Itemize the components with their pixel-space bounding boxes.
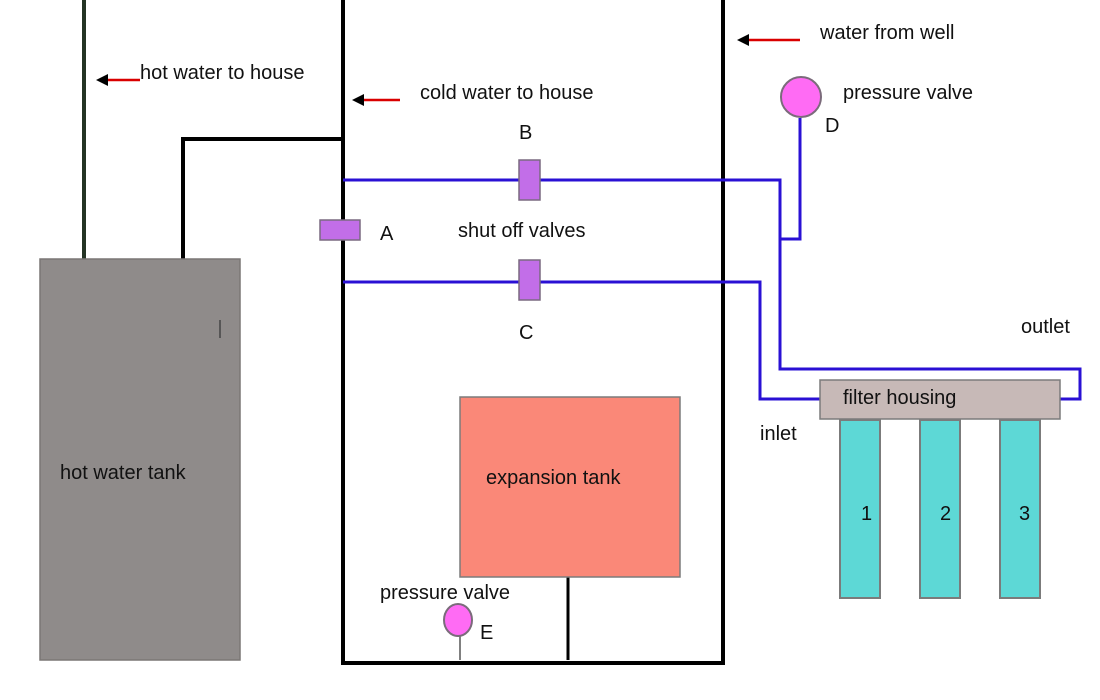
filter-inlet-pipe <box>343 280 820 401</box>
cold-water-to-house-label: cold water to house <box>420 82 593 104</box>
cold-supply-pipe <box>181 137 343 259</box>
house-loop-pipe <box>341 0 725 665</box>
shut-off-valves-label: shut off valves <box>458 220 585 242</box>
filter-cartridge-2 <box>919 419 961 599</box>
valve-e-label: E <box>480 622 493 644</box>
arrow-left-icon <box>352 94 400 106</box>
pressure-gauge-icon[interactable] <box>443 603 473 637</box>
pressure-valve-top-label: pressure valve <box>843 82 973 104</box>
expansion-tank <box>459 396 681 578</box>
valve-c-label: C <box>519 322 533 344</box>
inlet-label: inlet <box>760 423 797 445</box>
shutoff-valve-b[interactable] <box>518 159 541 201</box>
pressure-gauge-icon[interactable] <box>780 76 822 118</box>
water-from-well-label: water from well <box>819 22 954 44</box>
arrow-left-icon <box>96 74 140 86</box>
expansion-tank-label: expansion tank <box>486 467 622 489</box>
filter-cartridge-3-label: 3 <box>1019 503 1030 525</box>
filter-outlet-pipe <box>343 178 1082 401</box>
valve-a-label: A <box>380 223 394 245</box>
outlet-label: outlet <box>1021 316 1070 338</box>
arrow-left-icon <box>737 34 800 46</box>
filter-housing-label: filter housing <box>843 387 956 409</box>
filter-cartridge-1 <box>839 419 881 599</box>
valve-b-label: B <box>519 122 532 144</box>
pressure-valve-bottom-label: pressure valve <box>380 582 510 604</box>
filter-cartridge-1-label: 1 <box>861 503 872 525</box>
shutoff-valve-a[interactable] <box>319 219 361 241</box>
hot-water-to-house-label: hot water to house <box>140 62 305 84</box>
pressure-valve-d-pipe <box>780 118 802 241</box>
valve-d-label: D <box>825 115 839 137</box>
filter-cartridge-3 <box>999 419 1041 599</box>
shutoff-valve-c[interactable] <box>518 259 541 301</box>
filter-cartridge-2-label: 2 <box>940 503 951 525</box>
hot-water-tank <box>39 258 241 661</box>
hot-water-tank-label: hot water tank <box>60 462 187 484</box>
